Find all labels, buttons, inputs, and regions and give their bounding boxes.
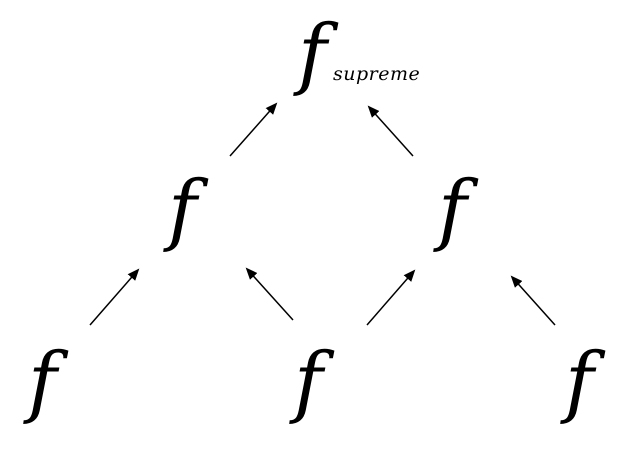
arrow-middle-right-to-top <box>367 105 414 157</box>
node-middle-right: f <box>433 165 479 255</box>
node-bottom-center: f <box>289 337 335 427</box>
arrow-bottom-center-to-middle-right <box>366 269 416 326</box>
node-top-subscript: supreme <box>333 63 420 85</box>
arrow-bottom-left-to-middle-left <box>89 268 140 326</box>
arrow-middle-left-to-top <box>229 102 278 157</box>
arrow-bottom-right-to-middle-right <box>510 275 556 326</box>
node-bottom-right: f <box>560 337 606 427</box>
node-bottom-left: f <box>23 337 69 427</box>
arrow-bottom-center-to-middle-left <box>245 267 294 321</box>
node-middle-left: f <box>163 165 209 255</box>
node-top-f: f <box>293 9 339 99</box>
